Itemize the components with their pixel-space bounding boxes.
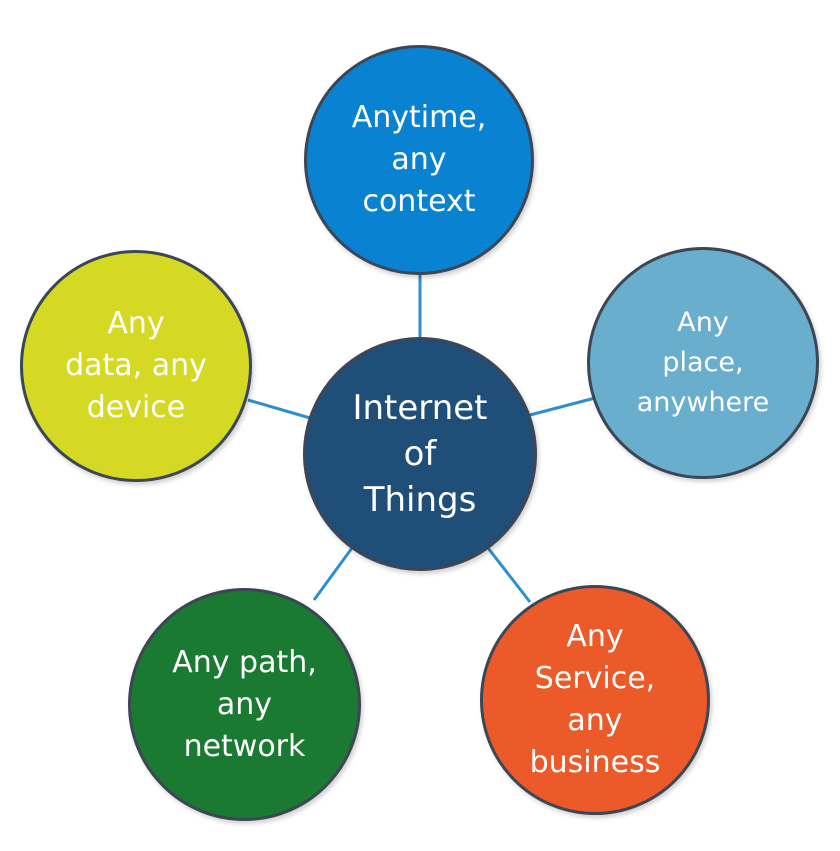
node-any-place-anywhere: Any place, anywhere xyxy=(587,247,819,479)
node-any-data-any-device: Any data, any device xyxy=(20,250,252,482)
node-any-service-any-business: Any Service, any business xyxy=(480,585,710,815)
node-any-path-any-network: Any path, any network xyxy=(128,588,361,821)
connector-left xyxy=(247,398,311,420)
connector-right xyxy=(529,396,596,417)
node-anytime-any-context: Anytime, any context xyxy=(304,45,534,275)
node-label: Any data, any device xyxy=(65,306,207,425)
node-label: Any place, anywhere xyxy=(636,307,770,418)
connector-bottom-left xyxy=(312,547,354,601)
connector-bottom-right xyxy=(486,547,532,603)
node-internet-of-things: Internet of Things xyxy=(303,337,537,571)
node-label: Any path, any network xyxy=(172,644,317,764)
node-label: Anytime, any context xyxy=(351,100,487,219)
node-label: Any Service, any business xyxy=(529,619,661,780)
center-label: Internet of Things xyxy=(352,388,488,520)
